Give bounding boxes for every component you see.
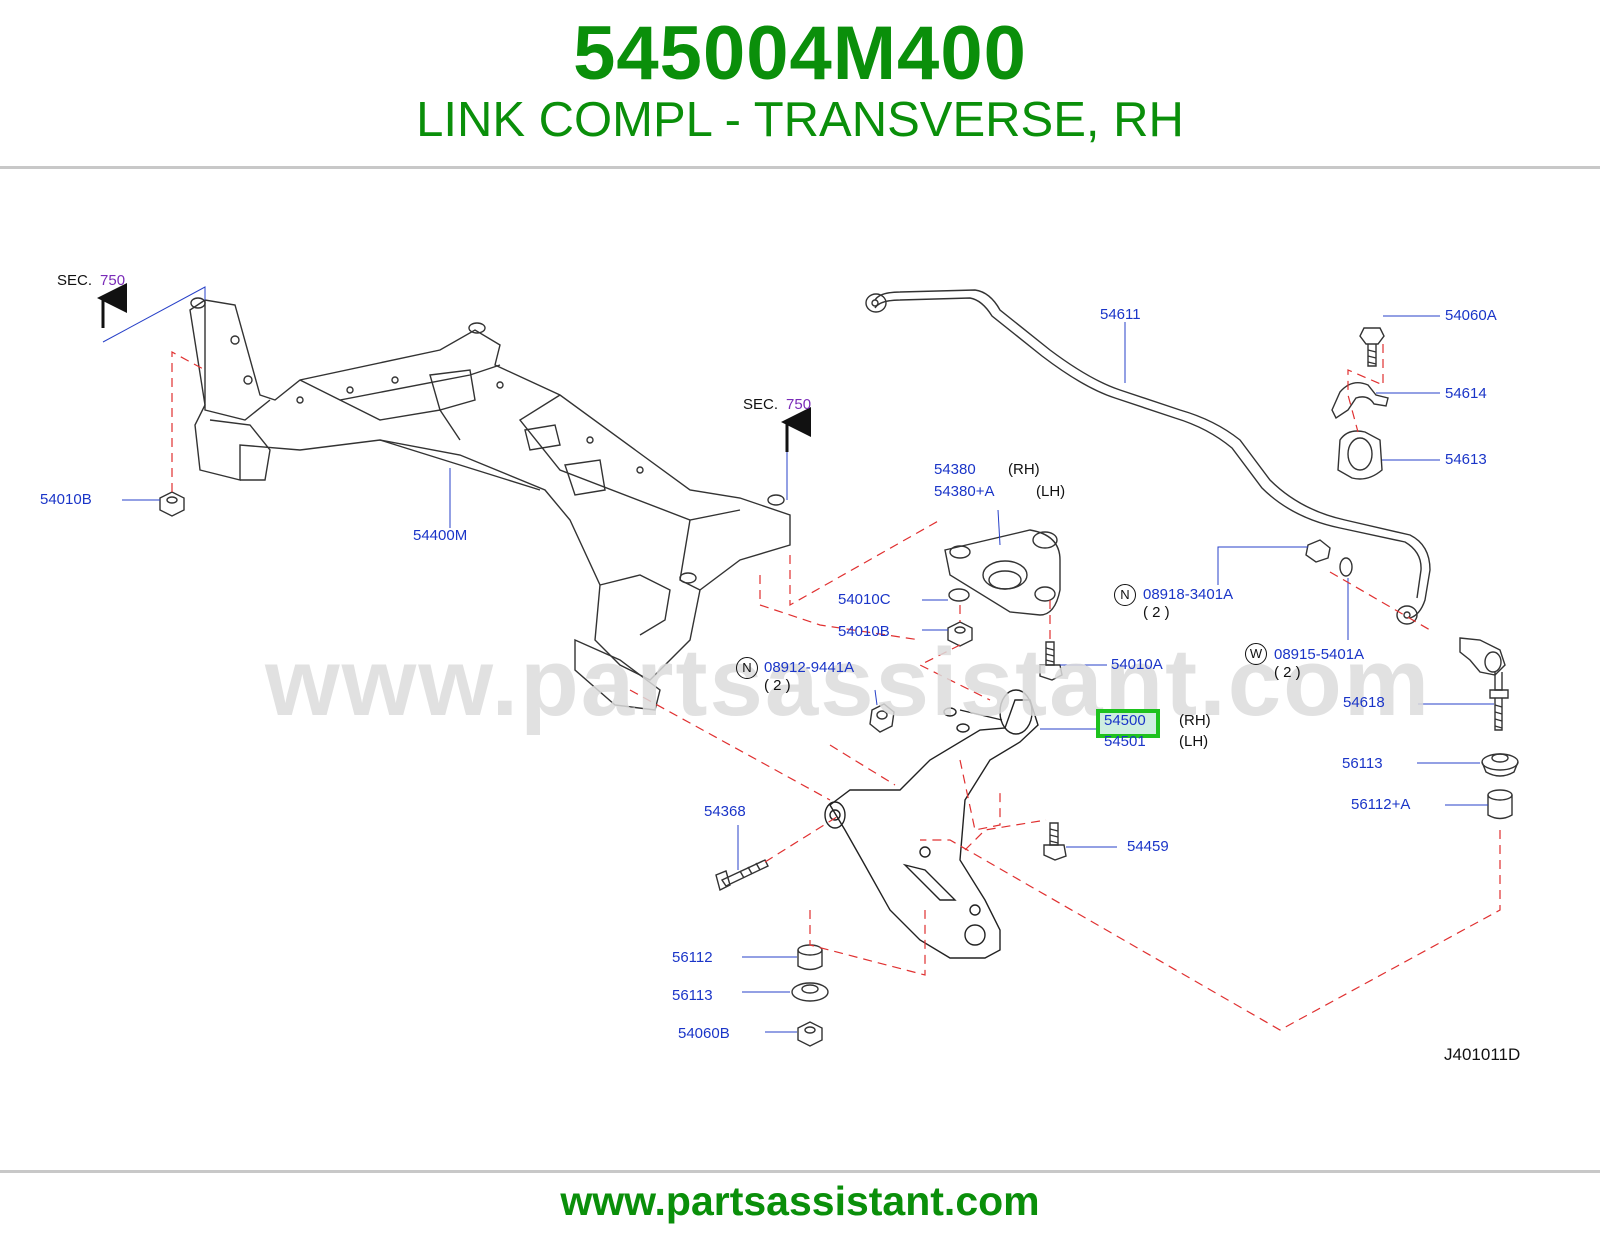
footer-divider xyxy=(0,1170,1600,1173)
badge-w-08915: W xyxy=(1245,643,1267,665)
callout-54459[interactable]: 54459 xyxy=(1127,838,1169,855)
footer-url[interactable]: www.partsassistant.com xyxy=(560,1178,1040,1224)
callout-54501-side: (LH) xyxy=(1179,733,1209,750)
parts-diagram xyxy=(97,283,1519,1047)
callout-56113[interactable]: 56113 xyxy=(672,987,713,1004)
callout-54618[interactable]: 54618 xyxy=(1343,694,1385,711)
callout-08912-9441a[interactable]: 08912-9441A xyxy=(764,659,855,676)
callout-54501[interactable]: 54501 xyxy=(1104,733,1146,750)
callout-54614[interactable]: 54614 xyxy=(1445,385,1487,402)
nut-54060b xyxy=(797,1021,823,1047)
sec-ref-right-link: 750 xyxy=(786,396,812,413)
callout-08915-5401a[interactable]: 08915-5401A xyxy=(1274,646,1365,663)
callout-54500[interactable]: 54500 xyxy=(1104,712,1146,729)
collar-56112 xyxy=(797,944,823,971)
callout-56113-right[interactable]: 56113 xyxy=(1342,755,1383,772)
stabilizer-bar-54611 xyxy=(865,289,1431,625)
callout-54010b[interactable]: 54010B xyxy=(838,623,890,640)
washer-08915 xyxy=(1339,557,1353,577)
callout-54010b-left[interactable]: 54010B xyxy=(40,491,92,508)
callout-54010c[interactable]: 54010C xyxy=(838,591,891,608)
stabilizer-link-54618 xyxy=(1459,637,1509,731)
collar-56112a xyxy=(1487,789,1513,820)
callout-54380-side: (RH) xyxy=(1008,461,1040,478)
washer-54010c xyxy=(948,588,970,602)
subframe-54400m xyxy=(189,297,791,711)
bracket-54614 xyxy=(1331,382,1389,420)
qty-08915: ( 2 ) xyxy=(1274,664,1301,681)
callout-08918-3401a[interactable]: 08918-3401A xyxy=(1143,586,1234,603)
callout-54400m[interactable]: 54400M xyxy=(413,527,468,544)
callout-54010a[interactable]: 54010A xyxy=(1111,656,1163,673)
highlight-54500 xyxy=(1096,709,1160,738)
callout-54611[interactable]: 54611 xyxy=(1100,306,1141,323)
bolt-54368 xyxy=(715,859,769,892)
badge-n-08912: N xyxy=(736,657,758,679)
callout-54368[interactable]: 54368 xyxy=(704,803,746,820)
callout-56112[interactable]: 56112 xyxy=(672,949,713,966)
callout-56112a[interactable]: 56112+A xyxy=(1351,796,1411,813)
callout-leaders xyxy=(102,286,1494,1033)
bushing-56113-right xyxy=(1481,753,1519,777)
bushing-54613 xyxy=(1337,430,1383,480)
sec-ref-left: SEC.750 xyxy=(57,272,126,289)
nut-08918 xyxy=(1305,539,1331,563)
callout-54060b[interactable]: 54060B xyxy=(678,1025,730,1042)
sec-ref-left-link: 750 xyxy=(100,272,126,289)
callout-54500-side: (RH) xyxy=(1179,712,1211,729)
qty-08918: ( 2 ) xyxy=(1143,604,1170,621)
callout-54380a[interactable]: 54380+A xyxy=(934,483,995,500)
callout-54060a[interactable]: 54060A xyxy=(1445,307,1497,324)
qty-08912: ( 2 ) xyxy=(764,677,791,694)
sec-ref-right: SEC.750 xyxy=(743,396,812,413)
page-header: 545004M400 LINK COMPL - TRANSVERSE, RH xyxy=(0,0,1600,168)
transverse-link-54500 xyxy=(824,689,1039,959)
bolt-54459 xyxy=(1043,822,1067,861)
header-divider xyxy=(0,166,1600,169)
bolt-54060a xyxy=(1359,327,1385,367)
callout-54380[interactable]: 54380 xyxy=(934,461,976,478)
nut-54010b-left xyxy=(159,491,185,517)
callout-54380a-side: (LH) xyxy=(1036,483,1066,500)
mounting-plate-54380 xyxy=(944,529,1061,616)
bushing-56113 xyxy=(791,982,829,1002)
nut-08912 xyxy=(869,703,895,733)
part-description: LINK COMPL - TRANSVERSE, RH xyxy=(416,93,1184,147)
part-number-title: 545004M400 xyxy=(573,11,1027,96)
badge-n-08918: N xyxy=(1114,584,1136,606)
assembly-lines xyxy=(171,344,1501,1031)
bolt-54010a xyxy=(1039,641,1063,681)
callout-54613[interactable]: 54613 xyxy=(1445,451,1487,468)
diagram-code: J401011D xyxy=(1444,1045,1521,1064)
watermark: www.partsassistant.com xyxy=(265,629,1432,736)
